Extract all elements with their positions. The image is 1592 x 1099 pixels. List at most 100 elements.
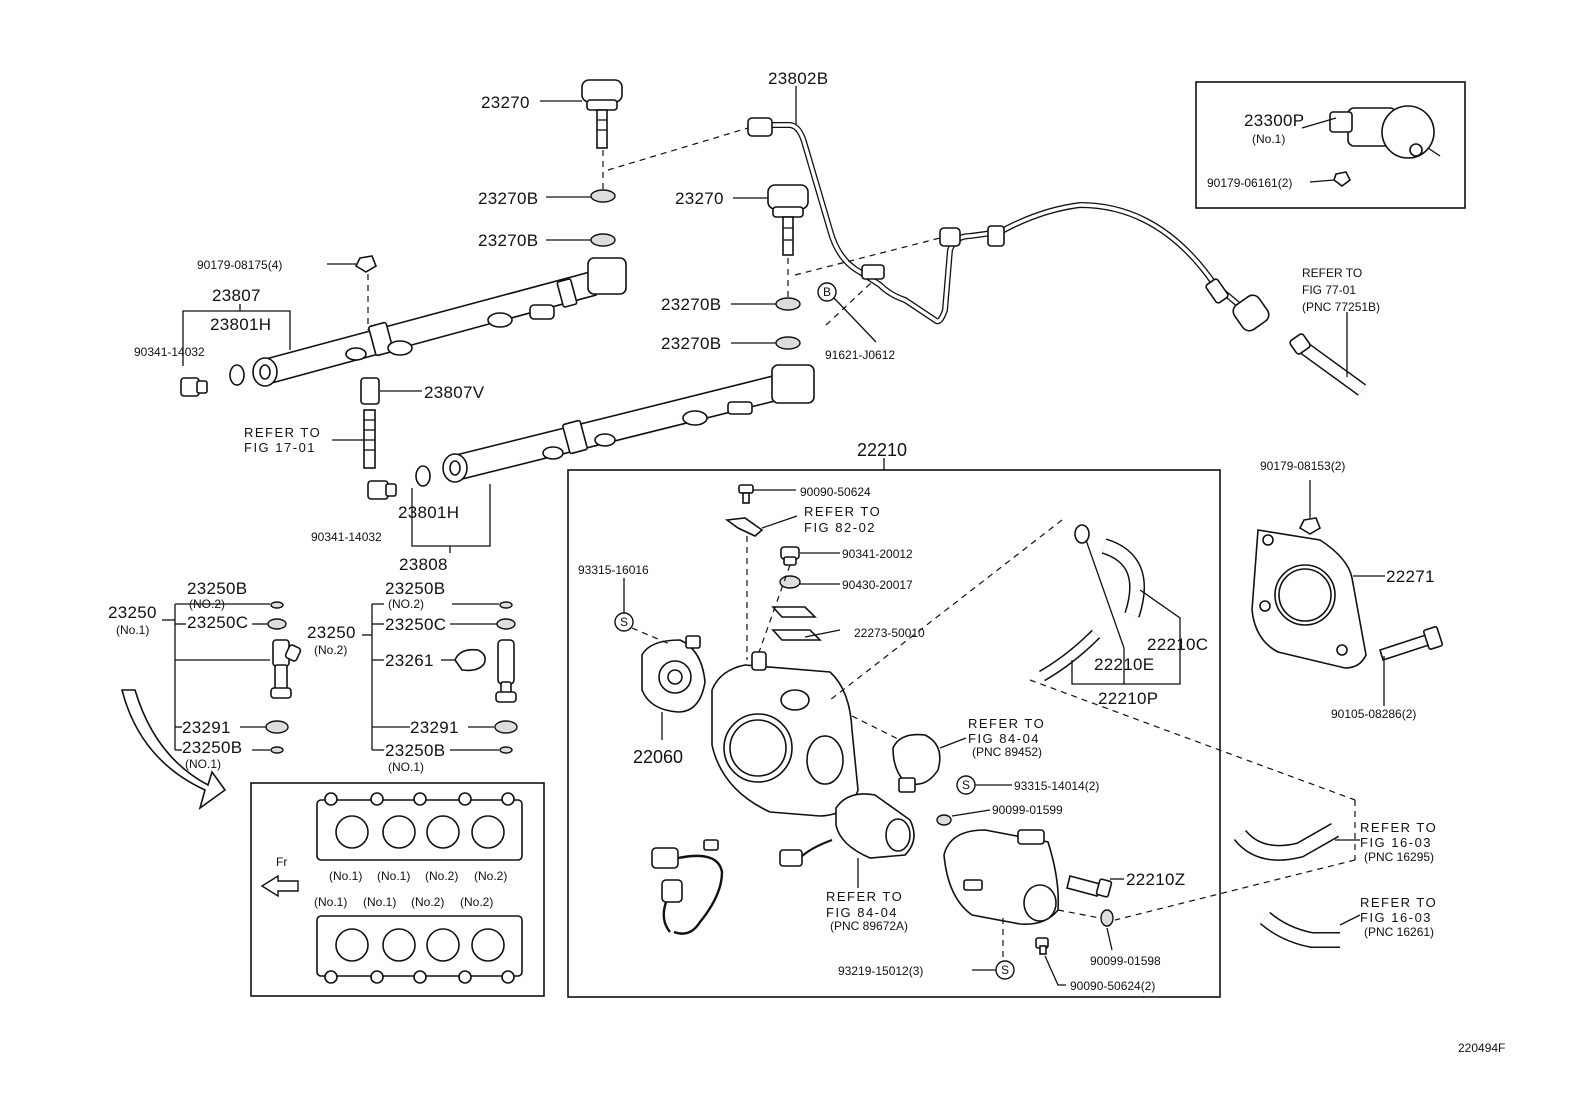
sensor-22210z-icon xyxy=(1066,875,1113,898)
label-23250b-c-no: (NO.1) xyxy=(185,757,221,771)
ref-16-03b-a: REFER TO xyxy=(1360,895,1437,910)
label-23291-b: 23291 xyxy=(410,718,459,737)
washer-90099-01598-icon xyxy=(1100,909,1114,927)
label-90179-08153: 90179-08153(2) xyxy=(1260,459,1345,473)
collar-23807v-icon xyxy=(360,377,380,405)
label-23300p: 23300P xyxy=(1244,111,1304,130)
label-90341-20012: 90341-20012 xyxy=(842,547,913,561)
label-23270-mid: 23270 xyxy=(675,189,724,208)
label-23270b-a: 23270B xyxy=(478,189,538,208)
cover-23261-icon xyxy=(454,648,486,672)
fuel-rail-23808-icon xyxy=(442,364,815,483)
fuel-hose-end-icon xyxy=(1289,333,1367,396)
label-22210z: 22210Z xyxy=(1126,870,1185,889)
label-23270b-d: 23270B xyxy=(661,334,721,353)
insulator-23291-b-icon xyxy=(494,720,518,734)
screw-90090-icon xyxy=(738,484,754,504)
ref-16-03b-b: FIG 16-03 xyxy=(1360,910,1432,925)
cyl-bot-4: (No.2) xyxy=(460,895,493,909)
gasket-top-icon xyxy=(316,792,523,861)
label-22271: 22271 xyxy=(1386,567,1435,586)
ref-82-02-a: REFER TO xyxy=(804,504,881,519)
label-23250-no2-sub: (No.2) xyxy=(314,643,347,657)
ref-16-03a-a: REFER TO xyxy=(1360,820,1437,835)
label-90099-01599: 90099-01599 xyxy=(992,803,1063,817)
label-22060: 22060 xyxy=(633,747,683,767)
ref-82-02-b: FIG 82-02 xyxy=(804,520,876,535)
o-ring-23250b-no1-a-icon xyxy=(270,746,284,754)
nut-22271-icon xyxy=(1298,517,1321,535)
label-23250-no2: 23250 xyxy=(307,623,356,642)
o-ring-23270b-a-icon xyxy=(590,189,616,203)
ref-17-01-a: REFER TO xyxy=(244,425,321,440)
b-mark-icon xyxy=(817,282,837,302)
label-90099-01598: 90099-01598 xyxy=(1090,954,1161,968)
o-ring-23270b-b-icon xyxy=(590,233,616,247)
o-ring-23250b-no1-b-icon xyxy=(499,746,513,754)
plate-a-icon xyxy=(771,606,817,618)
washer-90099-01599-icon xyxy=(936,814,952,826)
cyl-bot-3: (No.2) xyxy=(411,895,444,909)
plug-90341-20012-icon xyxy=(780,546,800,566)
cyl-bot-1: (No.1) xyxy=(314,895,347,909)
gasket-22271-icon xyxy=(1251,529,1367,669)
ref-77-01-b: FIG 77-01 xyxy=(1302,283,1356,297)
label-23250b-b-no: (NO.2) xyxy=(388,597,424,611)
throttle-sensor-22060-icon xyxy=(641,635,706,713)
cyl-top-3: (No.2) xyxy=(425,869,458,883)
label-23250b-a-no: (NO.2) xyxy=(189,597,225,611)
label-90430-20017: 90430-20017 xyxy=(842,578,913,592)
label-23300p-no: (No.1) xyxy=(1252,132,1285,146)
label-22210: 22210 xyxy=(857,440,907,460)
nut-icon xyxy=(354,255,377,273)
label-fr: Fr xyxy=(276,855,287,869)
o-ring-23270b-c-icon xyxy=(775,297,801,311)
label-91621-j0612: 91621-J0612 xyxy=(825,348,895,362)
screw-90090-2-icon xyxy=(1035,937,1049,955)
throttle-body-icon xyxy=(711,651,859,817)
b-mark-text: B xyxy=(823,285,831,299)
label-22210p: 22210P xyxy=(1098,689,1158,708)
label-90341-14032-bot: 90341-14032 xyxy=(311,530,382,544)
inset-box-fuel-filter xyxy=(1195,81,1466,209)
air-valve-assembly-icon xyxy=(943,829,1060,926)
label-23807v: 23807V xyxy=(424,383,485,402)
s-mark-c-text: S xyxy=(1001,963,1009,977)
label-23250b-d-no: (NO.1) xyxy=(388,760,424,774)
ref-16-03b-c: (PNC 16261) xyxy=(1364,925,1434,939)
fuel-rail-23807-icon xyxy=(252,257,627,387)
filter-nut-icon xyxy=(1333,171,1352,187)
cyl-bot-2: (No.1) xyxy=(363,895,396,909)
ref-77-01-a: REFER TO xyxy=(1302,266,1362,280)
label-90090-50624: 90090-50624 xyxy=(800,485,871,499)
o-ring-23250b-no2-b-icon xyxy=(499,601,513,609)
ref-84-04b-b: FIG 84-04 xyxy=(826,905,898,920)
label-22273-50010: 22273-50010 xyxy=(854,626,925,640)
label-23261: 23261 xyxy=(385,651,434,670)
label-23250b-b: 23250B xyxy=(385,579,445,598)
label-22210e: 22210E xyxy=(1094,655,1154,674)
cyl-top-1: (No.1) xyxy=(329,869,362,883)
ref-84-04b-a: REFER TO xyxy=(826,889,903,904)
pressure-regulator-mid-icon xyxy=(767,184,809,256)
label-23250c-a: 23250C xyxy=(187,613,248,632)
ref-84-04a-b: FIG 84-04 xyxy=(968,731,1040,746)
label-23270b-b: 23270B xyxy=(478,231,538,250)
stud-bolt-icon xyxy=(363,409,376,469)
label-93315-16016: 93315-16016 xyxy=(578,563,649,577)
label-23801h-bot: 23801H xyxy=(398,503,459,522)
label-23291-a: 23291 xyxy=(182,718,231,737)
plug-bottom-icon xyxy=(367,465,431,500)
cyl-top-4: (No.2) xyxy=(474,869,507,883)
label-93219-15012: 93219-15012(3) xyxy=(838,964,923,978)
pressure-regulator-top-icon xyxy=(581,79,623,149)
label-23802b: 23802B xyxy=(768,69,828,88)
clip-icon xyxy=(1074,524,1090,544)
label-93315-14014: 93315-14014(2) xyxy=(1014,779,1099,793)
label-90090-50624-2: 90090-50624(2) xyxy=(1070,979,1155,993)
ref-77-01-c: (PNC 77251B) xyxy=(1302,300,1380,314)
label-23250c-b: 23250C xyxy=(385,615,446,634)
plug-top-icon xyxy=(180,364,245,397)
bracket-82-02-icon xyxy=(724,517,764,537)
